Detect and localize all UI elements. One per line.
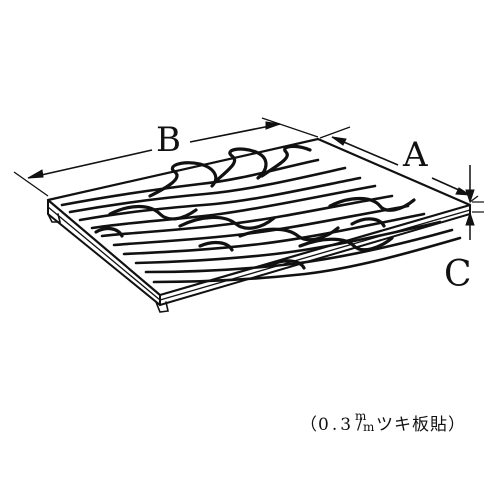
- wood-grain-stroke: [144, 228, 454, 274]
- dimension-c-line: [465, 165, 484, 240]
- caption-thickness: 0.3: [318, 415, 355, 435]
- board-edge: [47, 199, 471, 313]
- dimension-b-label: B: [156, 120, 181, 160]
- caption-unit-bottom: m: [363, 420, 376, 434]
- caption-open-paren: （: [300, 415, 318, 435]
- wood-grain-stroke: [298, 236, 394, 252]
- wood-grain-stroke: [94, 226, 124, 238]
- wood-grain-stroke: [60, 158, 320, 207]
- wood-grain-stroke: [266, 259, 306, 270]
- caption-close-paren: ）: [448, 415, 467, 435]
- wood-grain-texture: [60, 144, 462, 284]
- caption-unit-mm: m/m: [354, 409, 376, 434]
- wood-grain-stroke: [328, 196, 416, 212]
- wood-grain-stroke: [68, 166, 347, 214]
- dimension-a-line: [319, 126, 479, 203]
- wood-grain-stroke: [213, 147, 268, 184]
- wood-grain-stroke: [178, 215, 276, 230]
- wood-grain-stroke: [108, 204, 198, 221]
- caption-unit-top: m: [355, 409, 368, 423]
- wood-grain-stroke: [350, 217, 386, 228]
- wood-grain-stroke: [148, 161, 218, 198]
- wood-grain-stroke: [260, 144, 312, 178]
- dimension-a-label: A: [403, 135, 428, 175]
- wood-grain-stroke: [238, 226, 340, 242]
- dimension-c-label: C: [444, 254, 472, 295]
- wood-grain-stroke: [78, 176, 362, 222]
- wood-grain-stroke: [152, 236, 462, 284]
- wood-grain-stroke: [198, 240, 234, 252]
- dimension-b-line: [13, 117, 319, 197]
- caption-unit-slash: /: [357, 414, 364, 433]
- caption-veneer-text: ツキ板貼: [376, 415, 449, 435]
- wood-grain-stroke: [134, 220, 442, 265]
- wood-grain-stroke: [100, 194, 394, 238]
- wood-grain-stroke: [122, 212, 426, 256]
- wood-grain-stroke: [90, 184, 377, 230]
